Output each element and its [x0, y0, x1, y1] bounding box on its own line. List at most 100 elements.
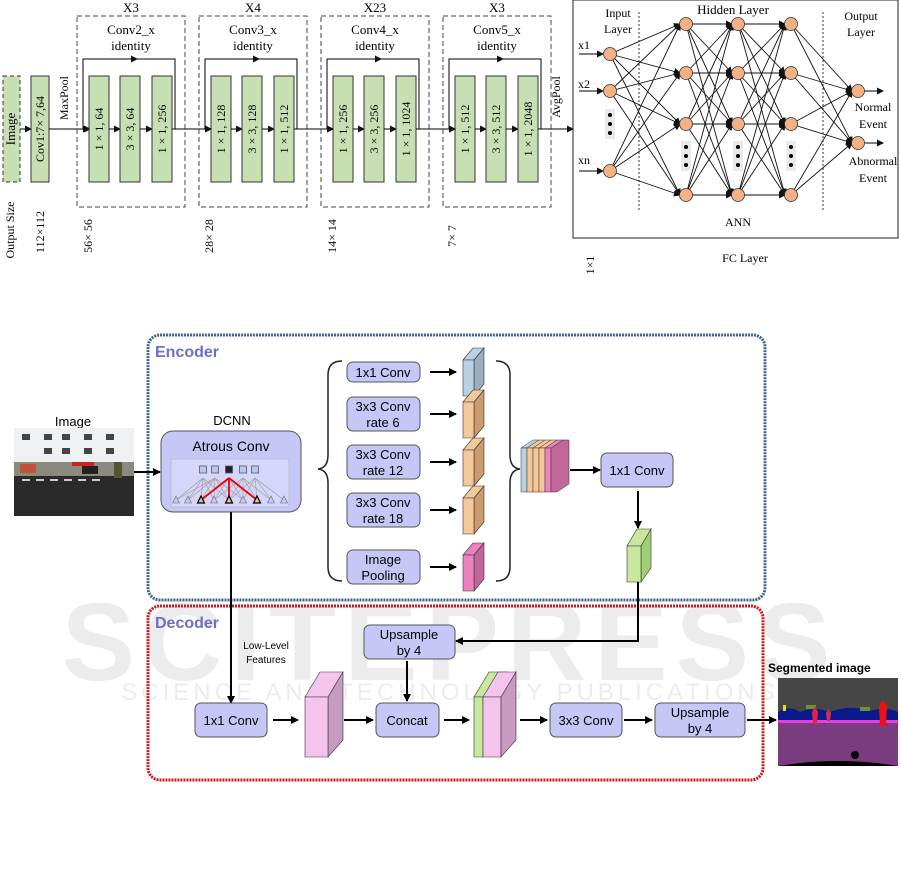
upsample-1-box — [363, 624, 456, 660]
conv-layer-label: 1 × 1, 2048 — [521, 102, 535, 157]
aspp-label: 3x3 Conv — [356, 447, 411, 462]
stack-layer — [532, 447, 540, 493]
image-label: Image — [55, 414, 91, 429]
output-size-label: Output Size — [3, 202, 17, 259]
decoder-label: Decoder — [155, 615, 219, 632]
stage-repeat: X3 — [123, 0, 139, 15]
stage-border — [76, 15, 186, 208]
neuron-node — [731, 66, 745, 80]
stage-sub: identity — [477, 38, 517, 53]
neuron-node — [603, 164, 617, 178]
stage-border — [320, 15, 430, 208]
stage-sub: identity — [111, 38, 151, 53]
ann-connections — [609, 20, 853, 199]
input-layer-label-1: Input — [605, 6, 631, 20]
encoder-1x1-conv-label: 1x1 Conv — [610, 463, 665, 478]
conv-layer-label: 1 × 1, 128 — [214, 105, 228, 154]
upsample-2-label-2: by 4 — [688, 721, 713, 736]
upsample-1-label-2: by 4 — [397, 643, 422, 658]
conv-layer-label: 1 × 1, 256 — [336, 105, 350, 154]
aspp-box — [346, 361, 421, 383]
neuron-node — [679, 117, 693, 131]
conv-layer-label: 3 × 3, 128 — [245, 105, 259, 154]
ellipsis-icon — [786, 141, 796, 171]
output-normal-2: Event — [859, 117, 888, 131]
neuron-node — [731, 17, 745, 31]
avgpool-label: AvgPool — [549, 75, 563, 117]
decoder-1x1-conv-box — [194, 702, 268, 738]
input-x2: x2 — [578, 77, 590, 91]
stage-border — [198, 15, 308, 208]
stage-name: Conv3_x — [229, 22, 277, 37]
deeplab-diagram: Encoder Decoder Image DCNN Atrous Conv L… — [14, 333, 898, 782]
aspp-label: Pooling — [361, 568, 404, 583]
output-size-value: 1×1 — [583, 256, 597, 275]
hidden-layer-label: Hidden Layer — [697, 2, 770, 17]
encoder-1x1-conv-box — [600, 452, 674, 488]
conv-layer-label: 3 × 3, 512 — [489, 105, 503, 154]
stage-name: Conv4_x — [351, 22, 399, 37]
stage-sub: identity — [233, 38, 273, 53]
output-layer-label-2: Layer — [847, 25, 875, 39]
output-normal-1: Normal — [855, 100, 892, 114]
conv1-label: Cov1:7× 7,64 — [33, 96, 47, 162]
aspp-branch: 1x1 Conv — [346, 347, 485, 397]
aspp-feature-map — [462, 437, 485, 487]
stack-layer — [520, 447, 528, 493]
aspp-label: rate 6 — [366, 415, 399, 430]
output-abnormal-2: Event — [859, 171, 888, 185]
stack-side — [550, 439, 570, 493]
concat-feature-map — [473, 670, 517, 758]
segmented-image-label: Segmented image — [768, 661, 871, 675]
encoder-border — [146, 333, 767, 602]
neuron-node — [784, 117, 798, 131]
resnet-diagram: Image Cov1:7× 7,64 MaxPool Output Size X… — [2, 0, 899, 275]
low-level-feature-map — [304, 670, 344, 758]
neuron-node — [784, 188, 798, 202]
fc-layer-label: FC Layer — [722, 251, 768, 265]
conv-layer-label: 3 × 3, 64 — [123, 108, 137, 151]
stack-layer — [526, 447, 534, 493]
output-layer-label-1: Output — [844, 9, 878, 23]
stage-name: Conv2_x — [107, 22, 155, 37]
stack-layer — [538, 447, 546, 493]
upsample-2-label-1: Upsample — [671, 705, 730, 720]
left-brace — [317, 360, 343, 582]
aspp-label: Image — [365, 552, 401, 567]
stage-sub: identity — [355, 38, 395, 53]
stage-repeat: X4 — [245, 0, 261, 15]
aspp-label: rate 12 — [363, 463, 403, 478]
output-size-value: 14× 14 — [325, 219, 339, 253]
stage-name: Conv5_x — [473, 22, 521, 37]
neuron-node — [731, 188, 745, 202]
output-size-value: 7× 7 — [445, 225, 459, 247]
neuron-node — [851, 136, 865, 150]
neuron-node — [679, 188, 693, 202]
output-size-value: 56× 56 — [81, 219, 95, 253]
conv-3x3-box — [549, 702, 623, 738]
conv-layer-label: 1 × 1, 1024 — [399, 102, 413, 157]
input-layer-label-2: Layer — [604, 22, 632, 36]
stage-repeat: X23 — [364, 0, 386, 15]
stage-border — [442, 15, 552, 208]
encoder-to-decoder-arrow — [455, 582, 639, 645]
ellipsis-icon — [733, 141, 743, 171]
input-x1: x1 — [578, 38, 590, 52]
decoder-border — [146, 604, 765, 782]
stack-layer — [544, 447, 552, 493]
input-image-label: Image — [3, 113, 18, 146]
upsample-1-label-1: Upsample — [380, 627, 439, 642]
neuron-node — [679, 66, 693, 80]
upsample-2-box — [654, 702, 746, 738]
maxpool-label: MaxPool — [57, 75, 71, 120]
neuron-node — [851, 84, 865, 98]
aspp-label: rate 18 — [363, 511, 403, 526]
aspp-box — [346, 492, 421, 528]
aspp-feature-map — [462, 347, 485, 397]
dcnn-label: DCNN — [213, 413, 251, 428]
